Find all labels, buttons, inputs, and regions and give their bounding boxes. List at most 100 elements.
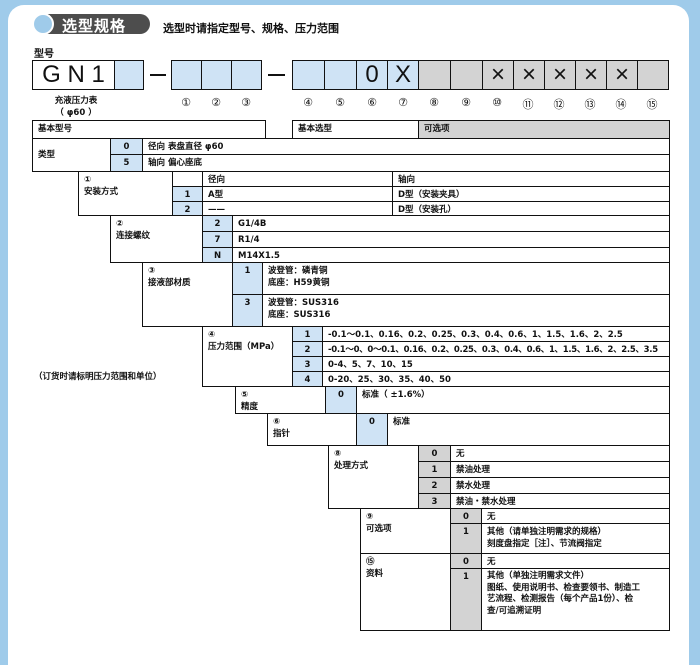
position-number: ③	[241, 96, 251, 109]
treatment-text: 禁油处理	[450, 461, 670, 478]
treatment-code[interactable]: 3	[418, 493, 451, 509]
treatment-code[interactable]: 0	[418, 445, 451, 462]
dash-separator	[268, 74, 285, 76]
model-digit-box-14: ×	[606, 60, 638, 90]
pressure-code[interactable]: 4	[292, 371, 323, 387]
mounting-num: ①	[84, 175, 92, 185]
position-number: ⑭	[615, 98, 627, 111]
pressure-code[interactable]: 1	[292, 326, 323, 342]
documents-text: 无	[481, 553, 670, 569]
treatment-code[interactable]: 1	[418, 461, 451, 478]
pressure-num: ④	[208, 330, 216, 340]
type-text: 轴向 偏心座底	[142, 154, 670, 172]
model-digit-box-1[interactable]	[171, 60, 202, 90]
mounting-radial: ——	[202, 201, 393, 216]
treatment-text: 禁水处理	[450, 477, 670, 494]
position-number: ②	[211, 96, 221, 109]
mounting-code[interactable]: 2	[172, 201, 203, 216]
pressure-code[interactable]: 2	[292, 341, 323, 357]
position-number: ⑥	[367, 96, 377, 109]
material-line: 底座：H59黄铜	[268, 278, 330, 288]
accuracy-num: ⑤	[241, 390, 249, 400]
documents-line: 其他（单独注明需求文件）	[487, 571, 590, 581]
optional-line: 刻度盘指定［注］、节流阀指定	[487, 539, 602, 549]
position-number: ⑫	[553, 98, 565, 111]
model-prefix-box: G N 1	[32, 60, 115, 90]
optional-text: 无	[481, 508, 670, 524]
position-number: ⑪	[522, 98, 534, 111]
pointer-num: ⑥	[273, 417, 281, 427]
model-label: 型号	[34, 49, 54, 60]
thread-code[interactable]: 2	[202, 215, 233, 232]
gauge-note: 充液压力表 （ φ60 ）	[40, 95, 112, 119]
treatment-text: 无	[450, 445, 670, 462]
accuracy-code[interactable]: 0	[325, 386, 357, 414]
model-digit-box-5[interactable]	[324, 60, 357, 90]
pointer-text: 标准	[387, 413, 670, 446]
gauge-note-line1: 充液压力表	[54, 96, 98, 106]
material-text: 波登管：磷青铜底座：H59黄铜	[262, 262, 670, 295]
model-digit-box-13: ×	[575, 60, 607, 90]
material-text: 波登管：SUS316 底座：SUS316	[262, 294, 670, 327]
position-number: ⑩	[492, 96, 502, 109]
model-digit-box-3[interactable]	[231, 60, 262, 90]
optional-num: ⑨	[366, 512, 374, 522]
mounting-axial-header: 轴向	[392, 171, 670, 187]
pressure-code[interactable]: 3	[292, 356, 323, 372]
type-code[interactable]: 0	[110, 138, 143, 155]
model-digit-box-12: ×	[544, 60, 576, 90]
documents-code[interactable]: 0	[450, 553, 482, 569]
material-name: 接液部材质	[148, 278, 191, 288]
material-line: 波登管：SUS316	[268, 298, 339, 308]
model-digit-box-4[interactable]	[292, 60, 325, 90]
optional-code[interactable]: 0	[450, 508, 482, 524]
documents-name: 资料	[366, 569, 384, 579]
optional-code[interactable]: 1	[450, 523, 482, 554]
thread-text: R1/4	[232, 231, 670, 248]
model-digit-box-9[interactable]	[450, 60, 483, 90]
basic-model-header: 基本型号	[32, 120, 266, 139]
mounting-radial: A型	[202, 186, 393, 202]
model-digit-box-8[interactable]	[418, 60, 451, 90]
position-number: ⑦	[398, 96, 408, 109]
accuracy-name: 精度	[241, 402, 259, 412]
position-number: ⑧	[429, 96, 439, 109]
material-code[interactable]: 3	[232, 294, 263, 327]
treatment-code[interactable]: 2	[418, 477, 451, 494]
thread-code[interactable]: 7	[202, 231, 233, 248]
pressure-text: 0-4、5、7、10、15	[322, 356, 670, 372]
section-title-badge	[40, 14, 150, 34]
material-code[interactable]: 1	[232, 262, 263, 295]
optional-text: 其他（请单独注明需求的规格） 刻度盘指定［注］、节流阀指定	[481, 523, 670, 554]
pointer-code[interactable]: 0	[356, 413, 388, 446]
type-label: 类型	[32, 138, 111, 172]
mounting-name: 安装方式	[84, 187, 119, 197]
position-number: ⑮	[646, 98, 658, 111]
documents-code[interactable]: 1	[450, 568, 482, 631]
model-digit-box-2[interactable]	[201, 60, 232, 90]
position-number: ⑨	[461, 96, 471, 109]
documents-line: 图纸、使用说明书、检查要领书、制造工	[487, 582, 641, 593]
pressure-text: 0-20、25、30、35、40、50	[322, 371, 670, 387]
pressure-name: 压力范围（MPa）	[208, 342, 280, 352]
mounting-code[interactable]: 1	[172, 186, 203, 202]
position-number: ①	[181, 96, 191, 109]
type-code[interactable]: 5	[110, 154, 143, 172]
pointer-name: 指针	[273, 429, 291, 439]
material-line: 底座：SUS316	[268, 310, 331, 320]
documents-line: 查/可追溯证明	[487, 605, 542, 616]
model-digit-box-gauge[interactable]	[114, 60, 144, 90]
position-number: ④	[303, 96, 313, 109]
pressure-label: ④ 压力范围（MPa）	[202, 326, 293, 387]
documents-text: 其他（单独注明需求文件）图纸、使用说明书、检查要领书、制造工艺流程、检测报告（每…	[481, 568, 670, 631]
thread-code[interactable]: N	[202, 247, 233, 263]
mounting-axial: D型（安装孔）	[392, 201, 670, 216]
accuracy-text: 标准（ ±1.6%）	[356, 386, 670, 414]
optional-line: 其他（请单独注明需求的规格）	[487, 527, 607, 537]
model-digit-box-15[interactable]	[637, 60, 669, 90]
thread-num: ②	[116, 219, 124, 229]
position-number: ⑤	[335, 96, 345, 109]
treatment-num: ⑧	[334, 449, 342, 459]
